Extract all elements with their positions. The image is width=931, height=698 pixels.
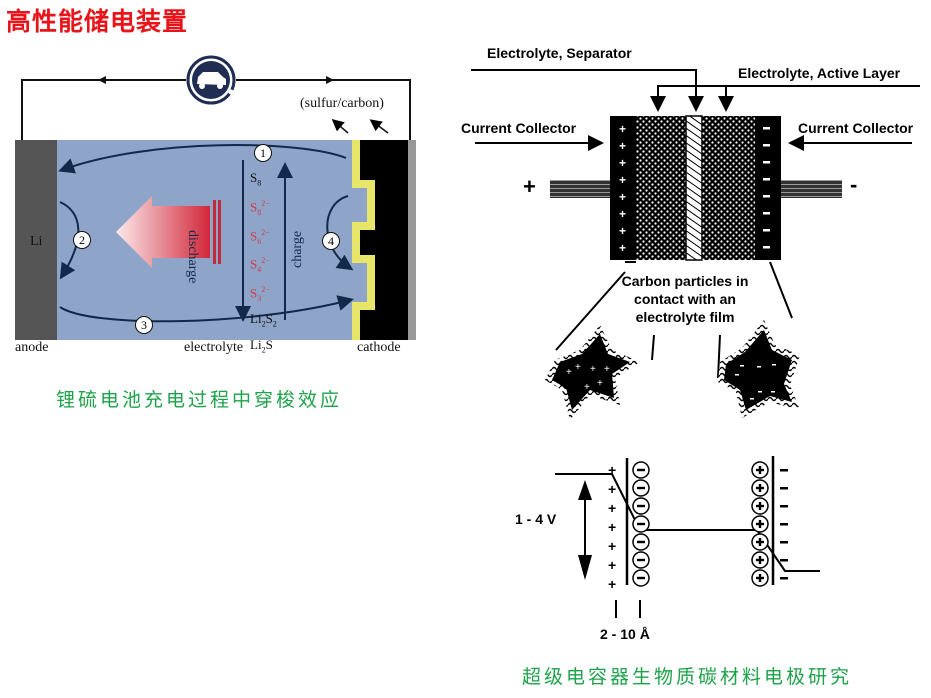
right-current-collector bbox=[755, 116, 781, 260]
right-figure-caption: 超级电容器生物质碳材料电极研究 bbox=[522, 666, 853, 688]
species-s3-2minus: S32− bbox=[250, 285, 270, 304]
negative-ions bbox=[632, 461, 650, 587]
sulfur-carbon-label: (sulfur/carbon) bbox=[300, 96, 384, 111]
collector-charges: + + + + + + + + bbox=[619, 122, 770, 255]
electrolyte-label: electrolyte bbox=[184, 340, 244, 355]
product-li2s2: Li2S2 bbox=[250, 311, 277, 329]
ion-sign bbox=[758, 574, 762, 582]
label-leaders bbox=[471, 69, 920, 379]
particles-label-line1: Carbon particles in bbox=[621, 273, 749, 289]
ion-sign bbox=[637, 558, 645, 562]
cathode-label: cathode bbox=[357, 340, 401, 355]
ion-sign bbox=[637, 504, 645, 508]
particles-label-line2: contact with an bbox=[634, 291, 736, 307]
separator bbox=[685, 115, 703, 261]
ion-sign bbox=[637, 576, 645, 580]
svg-text:+: + bbox=[608, 557, 616, 573]
svg-text:+: + bbox=[619, 241, 626, 255]
ion-sign bbox=[758, 556, 762, 564]
svg-text:+: + bbox=[608, 538, 616, 554]
cathode-block bbox=[352, 140, 416, 340]
separator-label: Electrolyte, Separator bbox=[487, 45, 632, 61]
svg-text:+: + bbox=[608, 576, 616, 592]
distance-label: 2 - 10 Å bbox=[600, 626, 650, 642]
positive-ions bbox=[751, 461, 769, 587]
ion-sign bbox=[637, 486, 645, 490]
left-active-layer bbox=[636, 116, 686, 260]
ion-sign bbox=[758, 484, 762, 492]
svg-text:+: + bbox=[604, 364, 610, 375]
step-marker-1: 1 bbox=[254, 144, 272, 162]
negative-terminal-label: - bbox=[850, 172, 858, 197]
svg-text:+: + bbox=[619, 122, 626, 136]
svg-text:+: + bbox=[619, 207, 626, 221]
anode-block bbox=[15, 140, 57, 340]
svg-text:+: + bbox=[566, 367, 572, 378]
slide-title: 高性能储电装置 bbox=[6, 7, 189, 36]
ion-sign bbox=[758, 538, 762, 546]
svg-text:+: + bbox=[608, 462, 616, 478]
svg-text:+: + bbox=[619, 156, 626, 170]
left-current-collector bbox=[610, 116, 636, 260]
right-active-layer bbox=[702, 116, 755, 260]
ion-sign bbox=[758, 520, 762, 528]
electric-car-icon bbox=[186, 55, 236, 105]
sulfur-species-list: S8 S82− S62− S42− S32− Li2S2 Li2S bbox=[250, 168, 277, 360]
svg-text:+: + bbox=[608, 519, 616, 535]
active-layer-label: Electrolyte, Active Layer bbox=[738, 65, 901, 81]
voltage-label: 1 - 4 V bbox=[515, 511, 557, 527]
step-marker-3: 3 bbox=[135, 316, 153, 334]
ion-sign bbox=[637, 540, 645, 544]
left-figure-caption: 锂硫电池充电过程中穿梭效应 bbox=[56, 389, 343, 411]
svg-text:+: + bbox=[619, 173, 626, 187]
svg-text:+: + bbox=[584, 382, 590, 393]
discharge-arrow bbox=[116, 196, 221, 268]
particles-label-line3: electrolyte film bbox=[635, 309, 735, 325]
external-circuit bbox=[21, 76, 411, 140]
species-s4-2minus: S42− bbox=[250, 256, 270, 275]
anode-material-label: Li bbox=[30, 234, 43, 249]
svg-text:+: + bbox=[608, 481, 616, 497]
svg-text:+: + bbox=[619, 139, 626, 153]
product-li2s: Li2S bbox=[250, 336, 273, 355]
species-s8-2minus: S82− bbox=[250, 198, 270, 217]
svg-text:+: + bbox=[619, 224, 626, 238]
svg-text:+: + bbox=[608, 500, 616, 516]
carbon-particles-label: Carbon particles in contact with an elec… bbox=[615, 272, 755, 326]
svg-text:+: + bbox=[590, 364, 596, 375]
double-layer-charges: + + + + + + + bbox=[608, 462, 788, 592]
right-terminal-wire bbox=[780, 180, 842, 198]
anode-label: anode bbox=[15, 340, 49, 355]
svg-text:+: + bbox=[575, 362, 581, 373]
current-collector-left-label: Current Collector bbox=[461, 120, 577, 136]
carbon-particle-positive: ++++++ bbox=[545, 325, 640, 420]
shuttle-paths bbox=[58, 144, 354, 323]
double-layer-schematic bbox=[555, 456, 820, 618]
current-collector-right-label: Current Collector bbox=[798, 120, 914, 136]
ion-sign bbox=[637, 468, 645, 472]
carbon-particle-negative bbox=[718, 320, 800, 418]
step-marker-4: 4 bbox=[322, 232, 340, 250]
species-s6-2minus: S62− bbox=[250, 227, 270, 246]
ion-sign bbox=[758, 502, 762, 510]
ion-sign bbox=[637, 522, 645, 526]
step-marker-2: 2 bbox=[73, 231, 91, 249]
ion-sign bbox=[758, 466, 762, 474]
svg-text:+: + bbox=[597, 378, 603, 389]
positive-terminal-label: + bbox=[523, 174, 536, 199]
svg-text:+: + bbox=[619, 190, 626, 204]
left-terminal-wire bbox=[550, 180, 612, 198]
species-s8: S8 bbox=[250, 170, 262, 188]
